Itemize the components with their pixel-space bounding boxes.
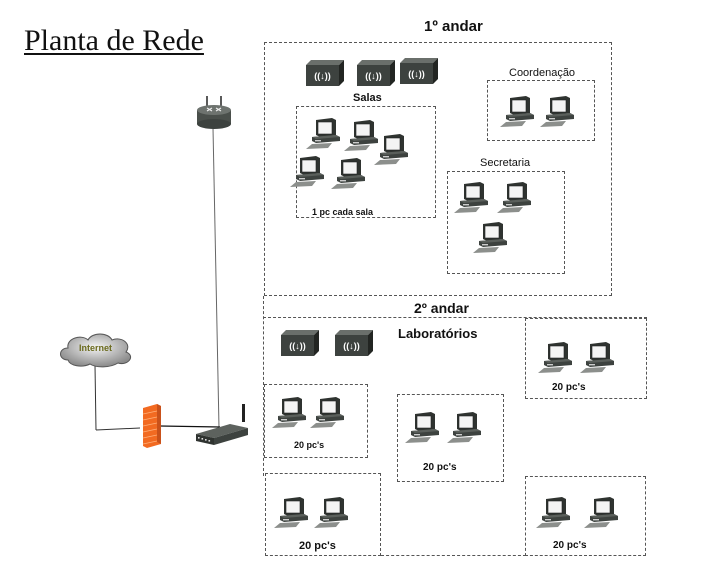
svg-text:((↓)): ((↓))	[343, 341, 360, 351]
lab-3-label: 20 pc's	[423, 462, 457, 473]
firewall-to-modem-link	[159, 425, 221, 428]
pc-icon[interactable]	[580, 342, 618, 374]
coordenacao-area	[487, 80, 595, 141]
lab-2-label: 20 pc's	[294, 440, 325, 450]
access-point-icon[interactable]: ((↓))	[400, 58, 438, 84]
floor2-area	[263, 296, 264, 476]
router-icon[interactable]	[196, 96, 232, 130]
floor2-top-divider	[263, 317, 647, 318]
floor1-area	[264, 42, 612, 296]
lab-area-1	[525, 318, 647, 399]
salas-note: 1 pc cada sala	[312, 207, 374, 217]
access-point-icon[interactable]: ((↓))	[357, 60, 395, 86]
svg-text:((↓)): ((↓))	[408, 69, 425, 79]
pc-icon[interactable]	[536, 497, 574, 529]
pc-icon[interactable]	[306, 118, 344, 150]
floor2-label: 2º andar	[414, 300, 469, 316]
svg-text:((↓)): ((↓))	[314, 71, 331, 81]
pc-icon[interactable]	[272, 397, 310, 429]
pc-icon[interactable]	[314, 497, 352, 529]
internet-cloud-icon[interactable]	[56, 330, 136, 368]
internet-label: Internet	[79, 343, 113, 353]
pc-icon[interactable]	[473, 222, 511, 254]
internet-to-firewall-link	[95, 427, 141, 431]
lab-area-5	[525, 476, 646, 556]
pc-icon[interactable]	[331, 158, 369, 190]
pc-icon[interactable]	[374, 134, 412, 166]
access-point-icon[interactable]: ((↓))	[281, 330, 319, 356]
pc-icon[interactable]	[497, 182, 535, 214]
pc-icon[interactable]	[290, 156, 328, 188]
secretaria-area	[447, 171, 565, 274]
pc-icon[interactable]	[310, 397, 348, 429]
pc-icon[interactable]	[584, 497, 622, 529]
pc-icon[interactable]	[405, 412, 443, 444]
firewall-icon[interactable]	[141, 402, 163, 448]
lab-5-label: 20 pc's	[553, 540, 587, 551]
internet-drop-link	[94, 364, 97, 431]
pc-icon[interactable]	[447, 412, 485, 444]
floor1-label: 1º andar	[424, 18, 483, 35]
lab-area-4	[265, 473, 381, 556]
salas-area	[296, 106, 436, 218]
diagram-title: Planta de Rede	[24, 24, 204, 57]
router-to-modem-link	[212, 127, 220, 429]
access-point-icon[interactable]: ((↓))	[306, 60, 344, 86]
pc-icon[interactable]	[538, 342, 576, 374]
access-point-icon[interactable]: ((↓))	[335, 330, 373, 356]
lab-area-3	[397, 394, 504, 482]
pc-icon[interactable]	[274, 497, 312, 529]
pc-icon[interactable]	[540, 96, 578, 128]
laboratorios-label: Laboratórios	[398, 326, 478, 341]
salas-label: Salas	[353, 92, 382, 104]
svg-text:((↓)): ((↓))	[365, 71, 382, 81]
pc-icon[interactable]	[454, 182, 492, 214]
floor2-bottom-line	[381, 555, 526, 556]
pc-icon[interactable]	[500, 96, 538, 128]
pc-icon[interactable]	[344, 120, 382, 152]
coordenacao-label: Coordenação	[509, 67, 576, 79]
svg-text:((↓)): ((↓))	[289, 341, 306, 351]
secretaria-label: Secretaria	[480, 157, 531, 169]
lab-4-label: 20 pc's	[299, 540, 336, 552]
broadband-router-icon[interactable]	[194, 404, 250, 446]
lab-1-label: 20 pc's	[552, 382, 586, 393]
lab-area-2	[264, 384, 368, 458]
